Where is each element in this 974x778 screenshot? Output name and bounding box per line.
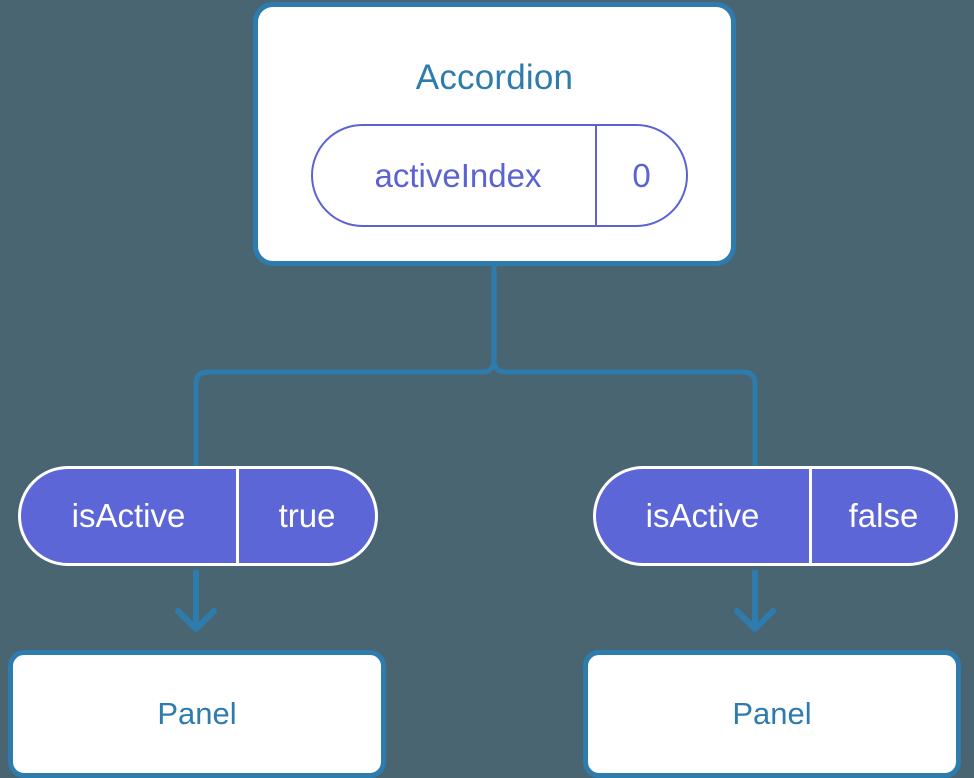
accordion-state-value: 0 — [595, 126, 686, 225]
right-panel-component-title: Panel — [732, 696, 812, 731]
accordion-state-badge[interactable]: activeIndex 0 — [311, 124, 688, 227]
right-branch-connector — [491, 359, 758, 466]
right-isactive-state-badge[interactable]: isActive false — [593, 466, 958, 566]
left-isactive-state-badge[interactable]: isActive true — [18, 466, 378, 566]
right-arrow-head-icon — [734, 608, 776, 632]
left-arrow-head-icon — [175, 608, 217, 632]
left-branch-connector — [193, 359, 497, 466]
left-panel-component-title: Panel — [157, 696, 237, 731]
right-isactive-key: isActive — [645, 497, 760, 534]
right-isactive-value: false — [809, 469, 955, 563]
accordion-state-key: activeIndex — [374, 156, 542, 194]
right-panel-component-card[interactable]: Panel — [583, 650, 961, 778]
left-isactive-value: true — [236, 469, 375, 563]
accordion-component-card[interactable]: Accordion activeIndex 0 — [253, 2, 736, 266]
accordion-component-title: Accordion — [415, 58, 574, 97]
left-panel-component-card[interactable]: Panel — [8, 650, 386, 778]
left-isactive-key: isActive — [71, 497, 186, 534]
